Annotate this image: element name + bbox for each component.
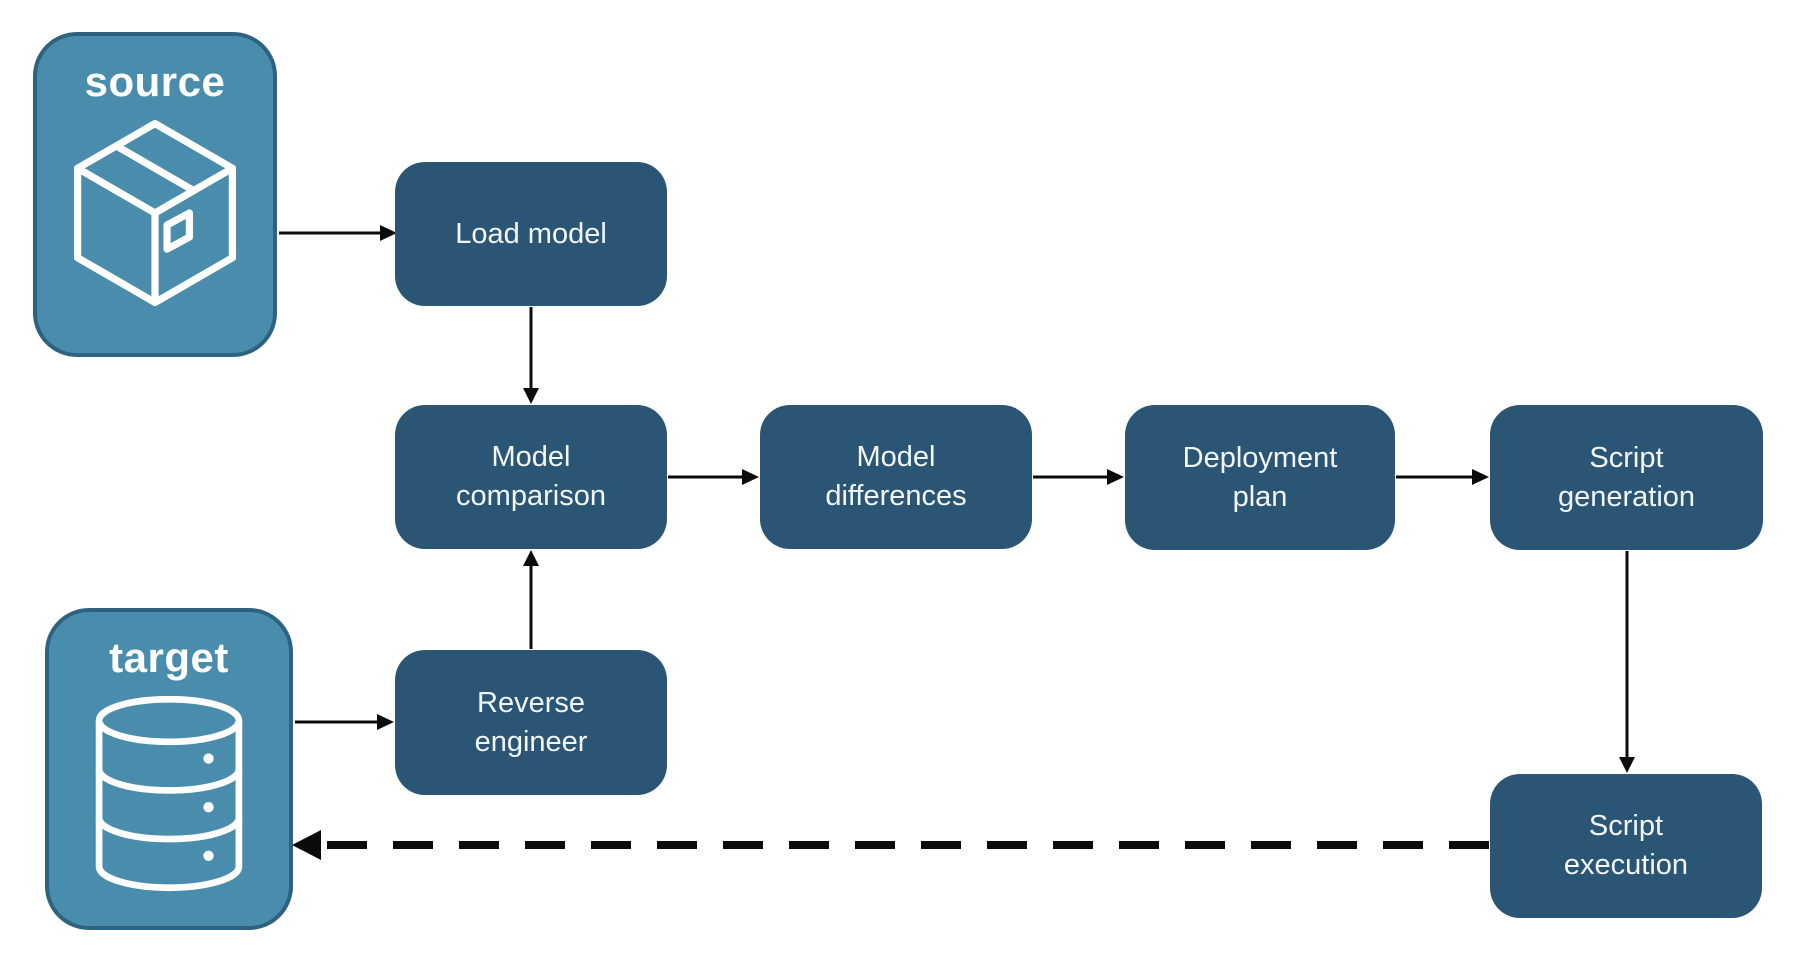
arrow-model-differences-to-deployment-plan: [1033, 469, 1124, 485]
arrow-script-execution-to-target-dashed: [292, 830, 1489, 860]
arrow-script-generation-to-script-execution: [1619, 551, 1635, 773]
database-icon: [95, 696, 243, 892]
process-model-comparison-label: Model comparison: [456, 441, 606, 512]
process-model-differences-label: Model differences: [825, 441, 967, 512]
process-load-model: Load model: [395, 162, 667, 306]
package-icon: [73, 119, 237, 307]
entity-source: source: [33, 32, 277, 357]
process-script-generation: Script generation: [1490, 405, 1763, 550]
entity-source-label: source: [84, 58, 226, 105]
process-deployment-plan: Deployment plan: [1125, 405, 1395, 550]
process-model-differences: Model differences: [760, 405, 1032, 549]
process-script-generation-label: Script generation: [1557, 441, 1696, 513]
process-model-comparison: Model comparison: [395, 405, 667, 549]
entity-target-label: target: [109, 634, 229, 681]
process-reverse-engineer-label: Reverse engineer: [474, 686, 588, 758]
entity-target: target: [45, 608, 293, 930]
arrow-target-to-reverse-engineer: [295, 714, 394, 730]
process-deployment-plan-label: Deployment plan: [1182, 441, 1338, 513]
arrow-deployment-plan-to-script-generation: [1396, 469, 1489, 485]
process-script-execution-label: Script execution: [1563, 810, 1689, 881]
arrow-reverse-engineer-to-model-comparison: [523, 550, 539, 649]
arrow-model-comparison-to-model-differences: [668, 469, 759, 485]
arrow-source-to-load-model: [279, 225, 397, 241]
process-reverse-engineer: Reverse engineer: [395, 650, 667, 795]
arrow-load-model-to-model-comparison: [523, 307, 539, 404]
process-script-execution: Script execution: [1490, 774, 1762, 918]
process-load-model-label: Load model: [455, 217, 607, 250]
